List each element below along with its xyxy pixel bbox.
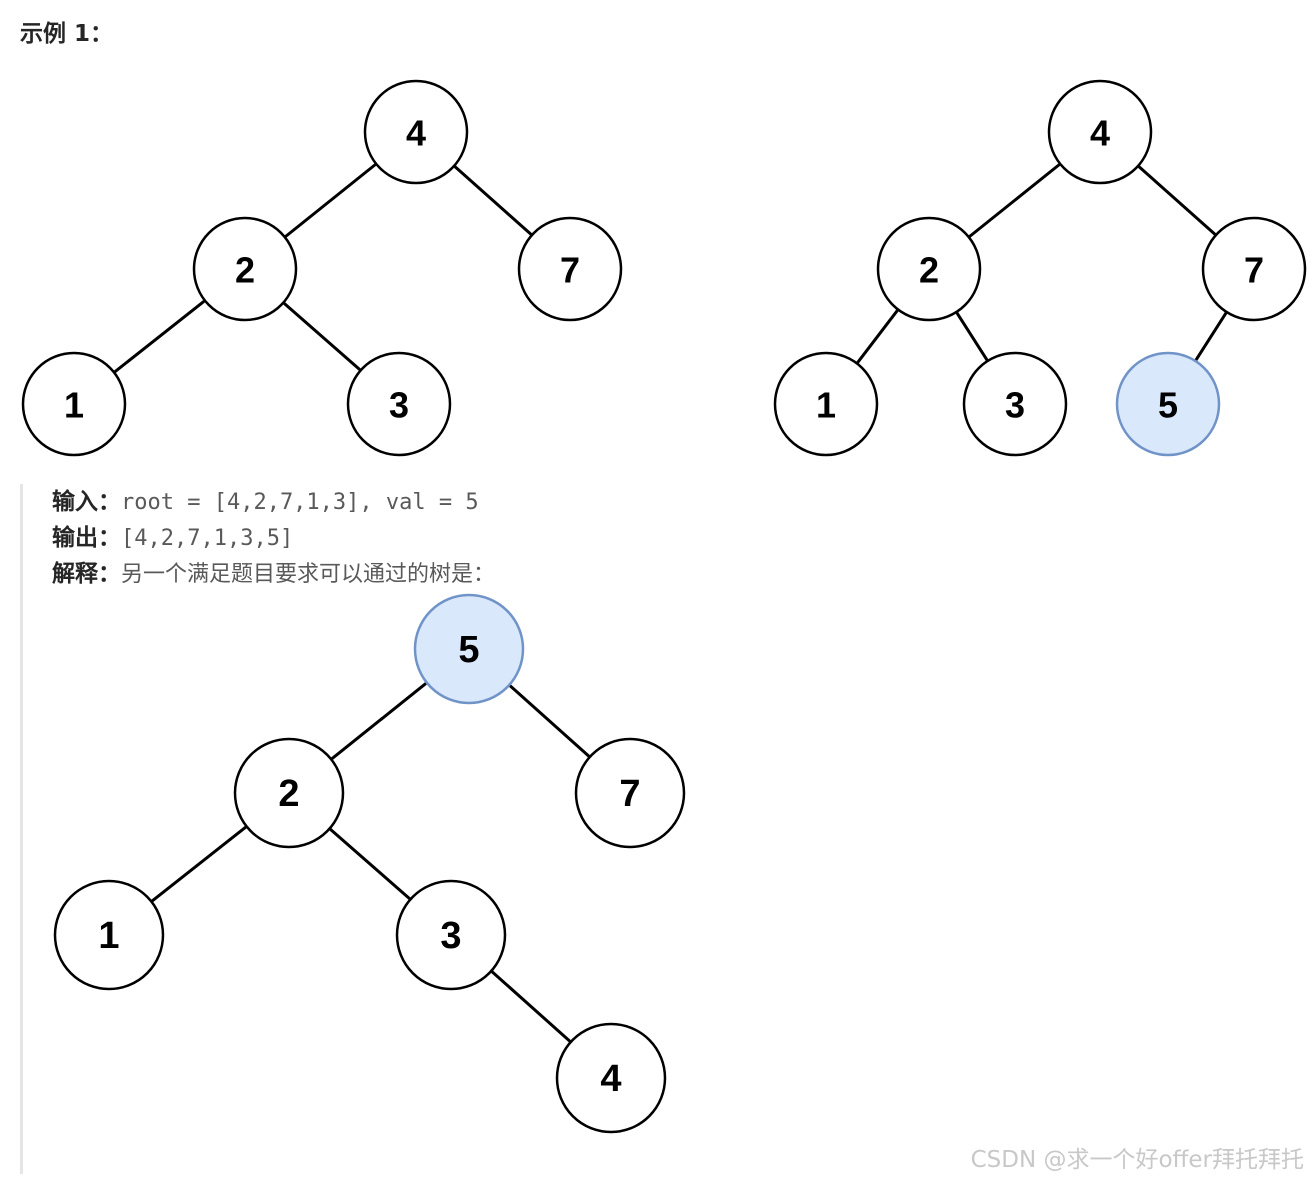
tree-node-4: 4: [555, 1022, 667, 1134]
tree-node-3: 3: [346, 351, 452, 457]
node-circle: [395, 879, 507, 991]
tree-edge: [283, 162, 378, 239]
output-line: 输出：[4,2,7,1,3,5]: [52, 520, 293, 557]
input-line: 输入：root = [4,2,7,1,3], val = 5: [52, 484, 479, 521]
node-label: 7: [560, 250, 580, 291]
tree-node-2: 2: [876, 216, 982, 322]
tree-node-5: 5: [413, 593, 525, 705]
tree-node-1: 1: [21, 351, 127, 457]
watermark: CSDN @求一个好offer拜托拜托: [970, 1147, 1304, 1173]
node-label: 2: [278, 773, 299, 815]
node-circle: [962, 351, 1068, 457]
node-circle: [1047, 79, 1153, 185]
node-label: 5: [458, 629, 479, 671]
input-label: 输入：: [52, 489, 121, 515]
tree-node-3: 3: [962, 351, 1068, 457]
input-value: root = [4,2,7,1,3], val = 5: [121, 490, 479, 515]
tree-node-2: 2: [233, 737, 345, 849]
node-label: 2: [235, 250, 255, 291]
node-circle: [876, 216, 982, 322]
tree-edge: [330, 681, 428, 761]
node-label: 5: [1158, 385, 1178, 426]
tree-edge: [508, 683, 591, 759]
tree-node-4: 4: [1047, 79, 1153, 185]
node-label: 2: [919, 250, 939, 291]
blockquote-bar: [20, 484, 23, 1174]
node-label: 3: [389, 385, 409, 426]
tree-edge: [150, 825, 248, 903]
node-circle: [233, 737, 345, 849]
node-label: 3: [440, 915, 461, 957]
node-circle: [773, 351, 879, 457]
node-label: 3: [1005, 385, 1025, 426]
tree-node-1: 1: [53, 879, 165, 991]
tree-edge: [328, 827, 412, 901]
explanation-line: 解释：另一个满足题目要求可以通过的树是：: [52, 556, 495, 593]
alternative-tree: 5 2 7 1 3 4: [53, 593, 686, 1134]
tree-edge: [490, 969, 572, 1044]
input-tree: 4 2 7 1 3: [21, 79, 623, 457]
node-label: 4: [600, 1058, 621, 1100]
node-label: 1: [64, 385, 84, 426]
tree-edge: [855, 308, 900, 365]
node-circle: [517, 216, 623, 322]
tree-node-3: 3: [395, 879, 507, 991]
output-label: 输出：: [52, 525, 121, 551]
tree-node-5: 5: [1115, 351, 1221, 457]
node-circle: [1115, 351, 1221, 457]
tree-node-7: 7: [574, 737, 686, 849]
node-label: 1: [98, 915, 119, 957]
node-label: 7: [619, 773, 640, 815]
node-label: 4: [406, 113, 426, 154]
node-circle: [192, 216, 298, 322]
output-value: [4,2,7,1,3,5]: [121, 526, 294, 551]
node-circle: [1201, 216, 1307, 322]
tree-edge: [967, 162, 1062, 239]
node-circle: [363, 79, 469, 185]
node-circle: [413, 593, 525, 705]
tree-edge: [955, 311, 989, 362]
explanation-value: 另一个满足题目要求可以通过的树是：: [121, 562, 496, 587]
node-label: 1: [816, 385, 836, 426]
example-heading: 示例 1：: [20, 21, 114, 47]
node-circle: [574, 737, 686, 849]
node-label: 7: [1244, 250, 1264, 291]
node-circle: [53, 879, 165, 991]
tree-edge: [1137, 164, 1217, 237]
tree-edge: [282, 301, 362, 372]
tree-node-1: 1: [773, 351, 879, 457]
tree-edge: [113, 299, 206, 374]
tree-edge: [1194, 311, 1228, 362]
tree-node-4: 4: [363, 79, 469, 185]
node-label: 4: [1090, 113, 1110, 154]
node-circle: [21, 351, 127, 457]
tree-node-7: 7: [1201, 216, 1307, 322]
node-circle: [555, 1022, 667, 1134]
tree-node-7: 7: [517, 216, 623, 322]
output-tree: 4 2 7 1 3 5: [773, 79, 1307, 457]
tree-node-2: 2: [192, 216, 298, 322]
explanation-label: 解释：: [52, 561, 121, 587]
tree-edge: [453, 164, 533, 237]
node-circle: [346, 351, 452, 457]
